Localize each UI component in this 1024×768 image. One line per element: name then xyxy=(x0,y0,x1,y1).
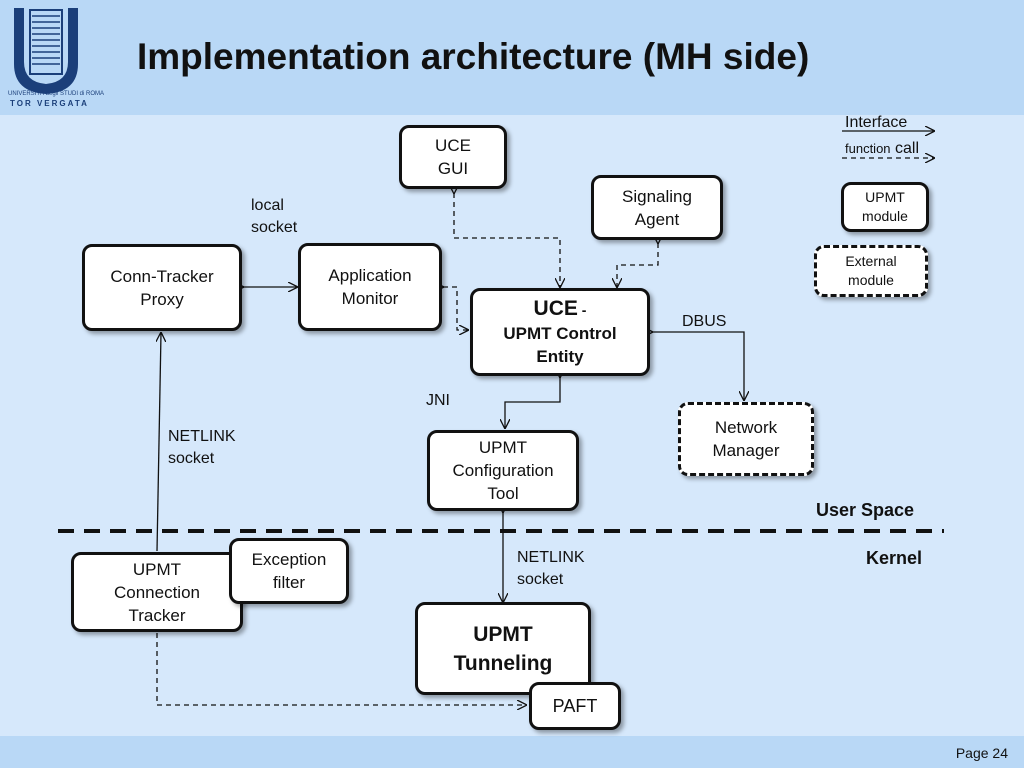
signaling-agent-line-2: Agent xyxy=(634,209,680,229)
uce-gui-line-2: GUI xyxy=(437,159,469,178)
connection-tracker-line-1: UPMT xyxy=(132,559,182,579)
netlink-center-label: NETLINK socket xyxy=(517,547,585,591)
monitor-uce-dashed-arrow xyxy=(443,287,468,330)
tracker-paft-dashed-arrow xyxy=(156,633,526,705)
connection-tracker-line-2: Connection xyxy=(113,582,200,602)
paft-box: PAFT xyxy=(529,682,621,730)
netlink-left-line-2: socket xyxy=(168,450,215,467)
uce-title: UCE xyxy=(533,296,578,320)
netlink-center-line-2: socket xyxy=(517,571,564,588)
network-manager-box: Network Manager xyxy=(678,402,814,476)
netlink-left-label: NETLINK socket xyxy=(168,426,236,470)
signaling-agent-line-1: Signaling xyxy=(622,186,692,206)
university-logo xyxy=(14,8,78,94)
legend-upmt-module: UPMT module xyxy=(841,182,929,232)
legend-external-module-line-2: module xyxy=(848,272,894,288)
legend-call-word: call xyxy=(895,140,920,157)
legend-interface-label: Interface xyxy=(845,114,908,131)
local-socket-line-2: socket xyxy=(251,219,298,236)
configuration-tool-line-3: Tool xyxy=(487,484,519,503)
logo-text-tor-vergata: TOR VERGATA xyxy=(10,99,89,108)
exception-filter-line-1: Exception xyxy=(251,550,327,569)
legend-upmt-module-line-2: module xyxy=(862,208,908,224)
application-monitor-box: Application Monitor xyxy=(298,243,442,331)
uce-config-tool-arrow xyxy=(505,377,560,428)
connection-tracker-line-3: Tracker xyxy=(128,605,186,625)
uce-line-2: Entity xyxy=(536,346,584,366)
slide-title: Implementation architecture (MH side) xyxy=(137,36,810,77)
uce-gui-line-1: UCE xyxy=(435,136,471,155)
dbus-label: DBUS xyxy=(682,313,727,330)
tunneling-line-1: UPMT xyxy=(473,622,533,646)
configuration-tool-line-2: Configuration xyxy=(452,461,554,480)
connection-tracker-box: UPMT Connection Tracker xyxy=(71,552,243,632)
uce-title-line: UCE - xyxy=(534,297,587,322)
legend-external-module-line-1: External xyxy=(845,253,897,269)
user-space-label: User Space xyxy=(816,500,915,520)
application-monitor-line-1: Application xyxy=(328,266,412,285)
local-socket-label: local socket xyxy=(251,195,297,239)
tracker-proxy-arrow xyxy=(157,333,161,552)
paft-label: PAFT xyxy=(552,695,598,716)
signaling-uce-dashed-arrow xyxy=(617,243,658,287)
configuration-tool-box: UPMT Configuration Tool xyxy=(427,430,579,511)
application-monitor-line-2: Monitor xyxy=(341,289,399,308)
configuration-tool-line-1: UPMT xyxy=(478,438,528,457)
logo-text-university: UNIVERSITÀ degli STUDI di ROMA xyxy=(8,91,105,97)
tunneling-line-2: Tunneling xyxy=(453,651,553,675)
gui-uce-dashed-arrow xyxy=(454,193,560,287)
kernel-label: Kernel xyxy=(866,548,923,568)
conn-tracker-proxy-line-1: Conn-Tracker xyxy=(110,266,214,286)
legend-function-call-label: function call xyxy=(845,138,919,160)
exception-filter-box: Exception filter xyxy=(229,538,349,604)
jni-label: JNI xyxy=(426,392,450,409)
legend-external-module: External module xyxy=(814,245,928,297)
conn-tracker-proxy-line-2: Proxy xyxy=(140,289,184,309)
local-socket-line-1: local xyxy=(251,197,284,214)
legend-function-word: function xyxy=(845,141,891,156)
uce-control-entity-box: UCE - UPMT Control Entity xyxy=(470,288,650,376)
upmt-tunneling-box: UPMT Tunneling xyxy=(415,602,591,695)
uce-dash: - xyxy=(577,301,587,318)
footer-band xyxy=(0,736,1024,768)
netlink-center-line-1: NETLINK xyxy=(517,549,585,566)
netlink-left-line-1: NETLINK xyxy=(168,428,236,445)
signaling-agent-box: Signaling Agent xyxy=(591,175,723,240)
uce-line-1: UPMT Control xyxy=(503,323,617,343)
header-band xyxy=(0,0,1024,115)
uce-gui-box: UCE GUI xyxy=(399,125,507,189)
page-number: Page 24 xyxy=(955,745,1008,761)
network-manager-line-1: Network xyxy=(714,418,778,437)
legend-upmt-module-line-1: UPMT xyxy=(865,189,905,205)
conn-tracker-proxy-box: Conn-Tracker Proxy xyxy=(82,244,242,331)
exception-filter-line-2: filter xyxy=(272,573,306,592)
network-manager-line-2: Manager xyxy=(712,441,780,460)
uce-network-manager-arrow xyxy=(652,332,744,400)
